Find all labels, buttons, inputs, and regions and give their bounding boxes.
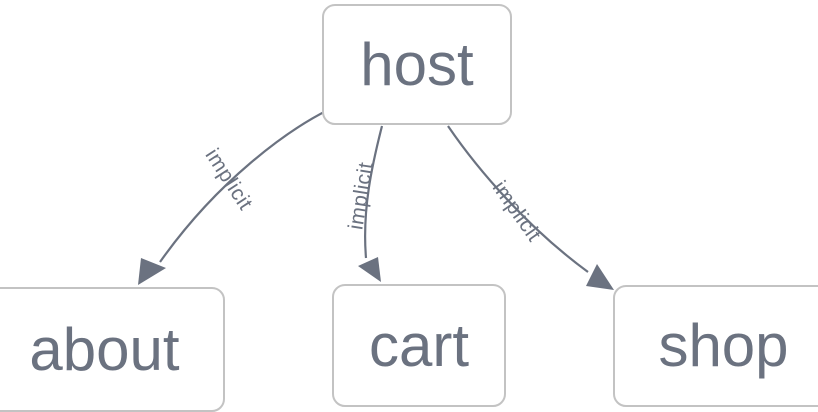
edge-host-cart-arrowhead [358, 257, 381, 282]
edge-host-about-label: implicit [201, 145, 257, 215]
edge-host-cart[interactable]: implicit [344, 125, 384, 282]
node-about-label: about [29, 315, 180, 383]
node-shop[interactable]: shop [613, 285, 818, 407]
node-shop-label: shop [658, 312, 789, 379]
edge-host-about-arrowhead [138, 258, 166, 285]
edge-host-shop-path [447, 125, 589, 273]
node-cart-label: cart [368, 311, 470, 379]
edge-host-shop-label: implicit [488, 177, 546, 246]
edge-host-shop-arrowhead [586, 264, 614, 290]
edge-host-cart-label: implicit [344, 160, 377, 231]
node-cart[interactable]: cart [332, 284, 506, 407]
node-host[interactable]: host [322, 4, 512, 125]
edge-host-about[interactable]: implicit [138, 109, 329, 285]
edge-host-cart-path [364, 125, 384, 259]
edge-host-shop[interactable]: implicit [447, 125, 614, 290]
node-host-label: host [360, 30, 474, 98]
edge-host-about-path [159, 109, 329, 263]
node-about[interactable]: about [0, 287, 225, 412]
